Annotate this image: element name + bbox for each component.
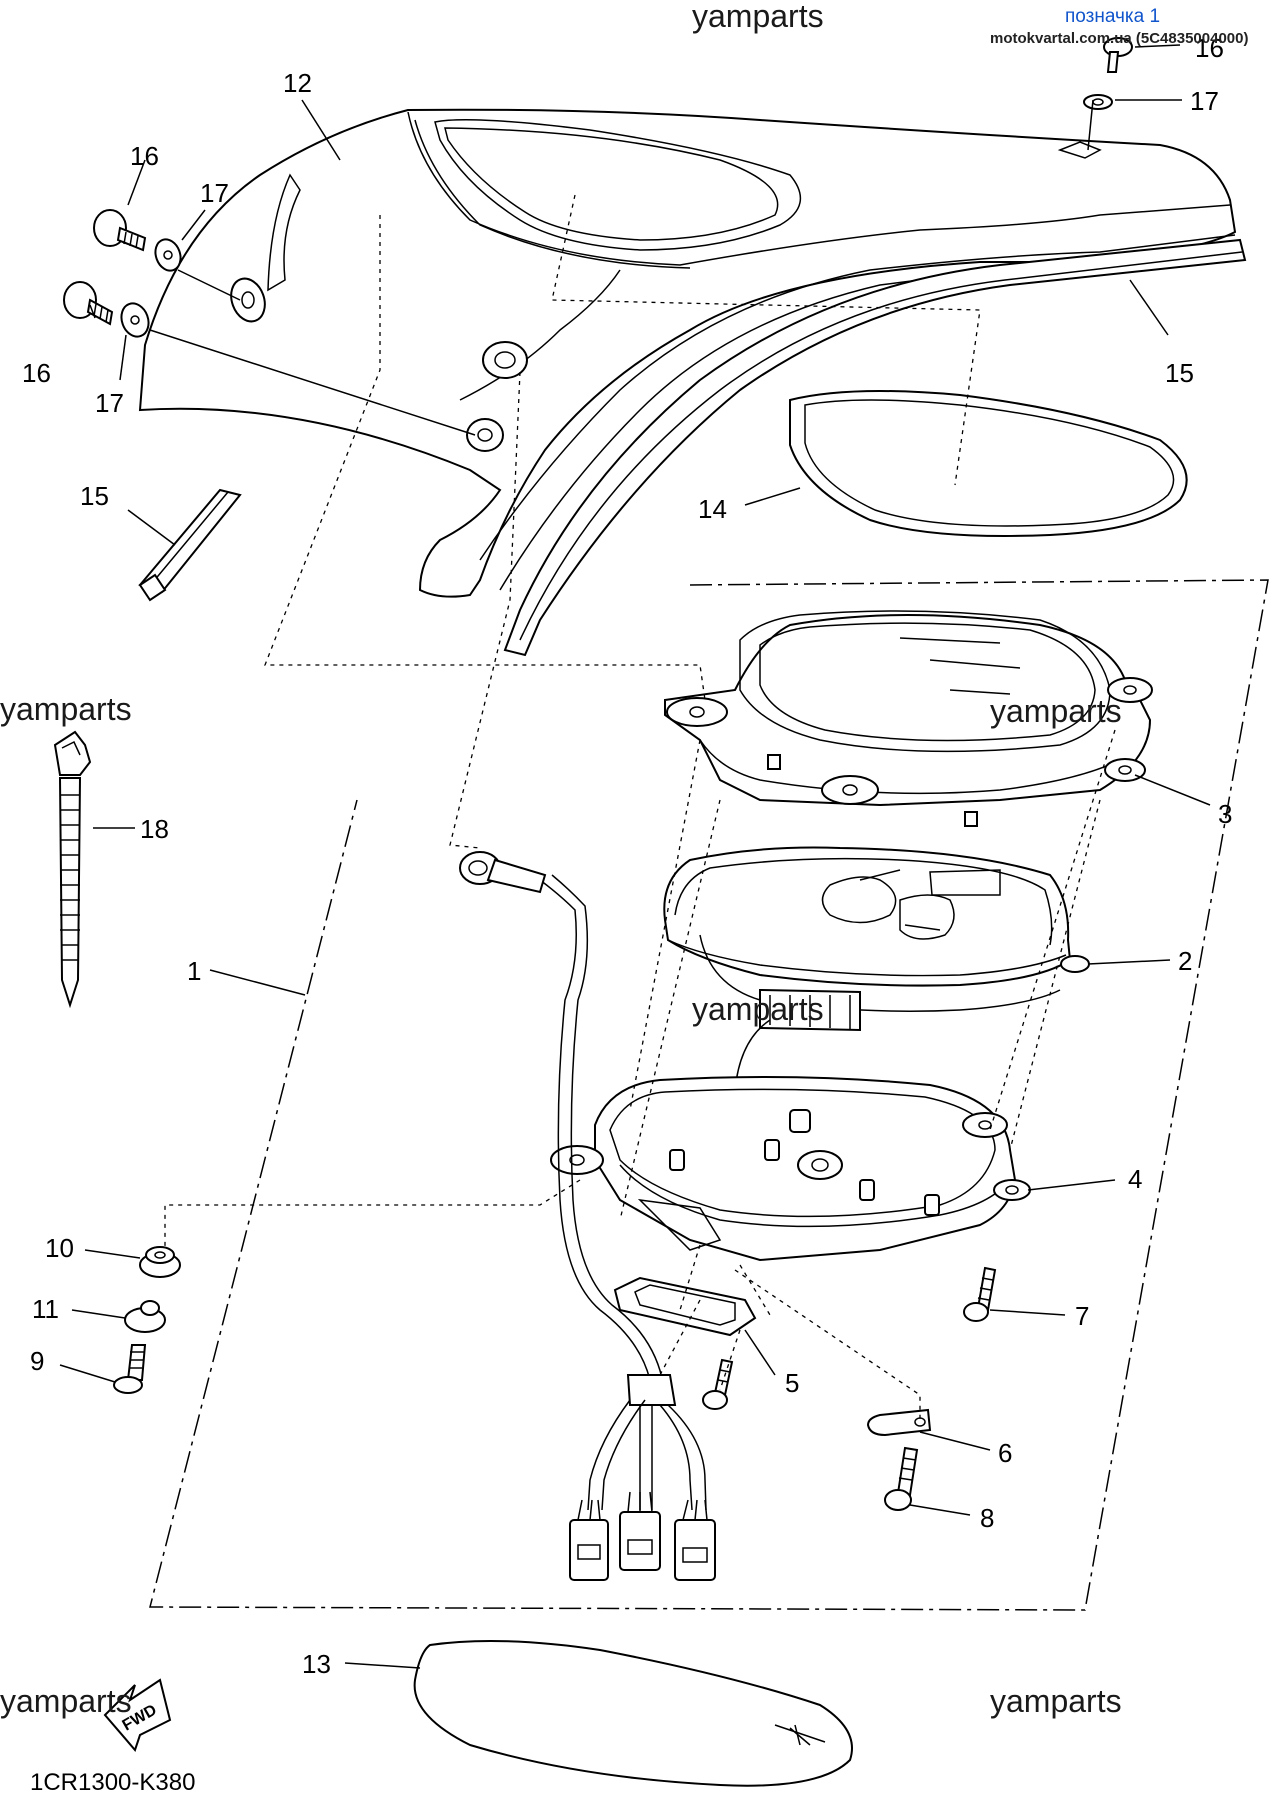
callout-14: 14 bbox=[698, 494, 727, 524]
callout-5: 5 bbox=[785, 1368, 799, 1398]
hardware bbox=[63, 37, 1133, 1511]
watermarks: yamparts yamparts yamparts yamparts yamp… bbox=[0, 0, 1122, 1719]
plate-part-5 bbox=[613, 1276, 757, 1337]
callout-17-top-right: 17 bbox=[1190, 86, 1219, 116]
screw-part-16-b bbox=[63, 281, 114, 326]
watermark-right-mid: yamparts bbox=[990, 693, 1122, 729]
meter-housing-part-4 bbox=[550, 1075, 1031, 1262]
diagram-code: 1CR1300-K380 bbox=[30, 1769, 195, 1796]
callout-15-left: 15 bbox=[80, 481, 109, 511]
callout-13: 13 bbox=[302, 1649, 331, 1679]
callout-16-left-bottom: 16 bbox=[22, 358, 51, 388]
callout-17-left-top: 17 bbox=[200, 178, 229, 208]
callout-9: 9 bbox=[30, 1346, 44, 1376]
watermark-left-mid: yamparts bbox=[0, 691, 132, 727]
washer-part-17-b bbox=[120, 302, 150, 338]
callout-16-top-right: 16 bbox=[1195, 33, 1224, 63]
callout-18: 18 bbox=[140, 814, 169, 844]
callout-3: 3 bbox=[1218, 799, 1232, 829]
callout-4: 4 bbox=[1128, 1164, 1142, 1194]
alignment-lines bbox=[164, 99, 1116, 1420]
washer-part-17-top bbox=[1083, 94, 1113, 110]
source-text: motokvartal.com.ua (5C4835004000) bbox=[990, 30, 1248, 47]
meter-assembly-part-2 bbox=[663, 846, 1090, 1166]
cable-tie-part-18 bbox=[53, 730, 92, 1009]
trim-strip-part-15-right bbox=[503, 238, 1247, 657]
callout-12: 12 bbox=[283, 68, 312, 98]
callout-2: 2 bbox=[1178, 946, 1192, 976]
trim-strip-part-15-left bbox=[138, 488, 242, 602]
callout-11: 11 bbox=[32, 1294, 59, 1324]
screw-part-16-a bbox=[93, 209, 147, 252]
leader-lines bbox=[59, 44, 1211, 1669]
lens-sheet-part-13 bbox=[413, 1640, 853, 1787]
bolt-part-9 bbox=[113, 1344, 147, 1394]
washer-part-17-a bbox=[154, 238, 182, 272]
collar-part-11 bbox=[124, 1300, 166, 1333]
callout-6: 6 bbox=[998, 1438, 1012, 1468]
assembly-boundary-part-1 bbox=[149, 579, 1269, 1611]
grommet-part-10 bbox=[139, 1246, 181, 1278]
screw-part-16-top bbox=[1103, 37, 1133, 73]
fwd-arrow-symbol: FWD bbox=[103, 1678, 172, 1752]
screw-part-8 bbox=[884, 1446, 919, 1511]
marker-label: позначка 1 bbox=[1065, 6, 1160, 27]
callout-8: 8 bbox=[980, 1503, 994, 1533]
gasket-part-14 bbox=[789, 390, 1188, 537]
callout-15-right: 15 bbox=[1165, 358, 1194, 388]
callout-10: 10 bbox=[45, 1233, 74, 1263]
callout-1: 1 bbox=[187, 956, 201, 986]
callout-labels: 12 16 17 16 17 15 15 17 16 14 3 2 4 18 1… bbox=[22, 33, 1232, 1679]
callout-7: 7 bbox=[1075, 1301, 1089, 1331]
watermark-bottom-left: yamparts bbox=[0, 1683, 132, 1719]
wiring-harness bbox=[459, 851, 716, 1581]
watermark-bottom-right: yamparts bbox=[990, 1683, 1122, 1719]
clip-part-6 bbox=[866, 1408, 932, 1437]
screw-part-7 bbox=[963, 1266, 997, 1322]
watermark-top: yamparts bbox=[692, 0, 824, 34]
screw-part-5-screw bbox=[702, 1358, 734, 1410]
callout-16-left-top: 16 bbox=[130, 141, 159, 171]
meter-cover-part-12 bbox=[138, 108, 1239, 598]
callout-17-left-bottom: 17 bbox=[95, 388, 124, 418]
watermark-center: yamparts bbox=[692, 991, 824, 1027]
